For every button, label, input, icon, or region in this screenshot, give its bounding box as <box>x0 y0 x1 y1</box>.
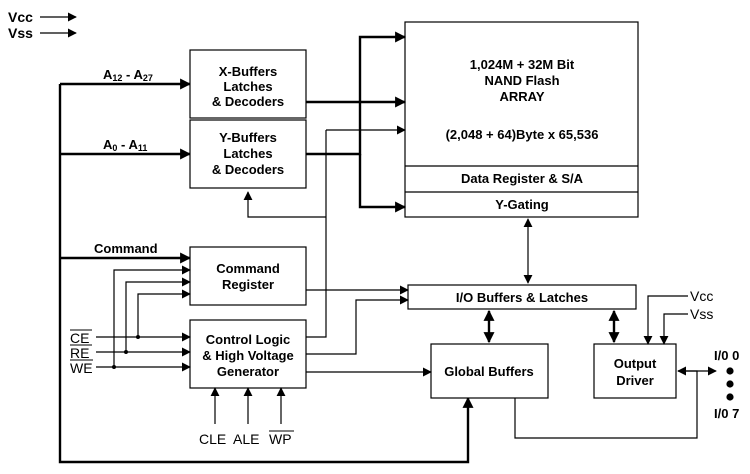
address-low-label: A0 - A11 <box>103 137 147 153</box>
we-pin-label: WE <box>70 360 93 376</box>
io-pin-bottom-label: I/0 7 <box>714 406 739 421</box>
y-decoder-to-y-gating-bus <box>358 154 407 213</box>
y-decoder-to-array-top-bus <box>306 31 407 156</box>
flash-array-title-3: ARRAY <box>499 89 544 104</box>
command-input-label: Command <box>94 241 158 256</box>
control-logic-up-line <box>306 325 327 338</box>
ale-pin-label: ALE <box>233 431 259 447</box>
legend-vss-label: Vss <box>8 25 33 41</box>
junction-dot <box>112 365 116 369</box>
ce-pin-label: CE <box>70 330 89 346</box>
control-pin-labels: CE RE WE <box>70 329 93 376</box>
x-buffers-label-2: Latches <box>223 79 272 94</box>
output-driver-block <box>593 343 677 399</box>
junction-dot <box>136 335 140 339</box>
output-driver-label-2: Driver <box>616 373 654 388</box>
output-vss-line <box>659 313 688 345</box>
io-pin-dot <box>726 367 734 375</box>
y-buffers-label-2: Latches <box>223 146 272 161</box>
io-pin-dot <box>726 393 734 401</box>
output-vcc-line <box>643 295 688 345</box>
address-high-label: A12 - A27 <box>103 67 153 83</box>
flash-array-title-2: NAND Flash <box>484 73 559 88</box>
we-to-command-register-line <box>113 265 191 367</box>
command-register-label: Command <box>216 261 280 276</box>
command-register-label-2: Register <box>222 277 274 292</box>
ce-to-command-register-line <box>137 289 191 337</box>
junction-dot <box>124 350 128 354</box>
global-buffers-label: Global Buffers <box>444 364 534 379</box>
flash-array-title: 1,024M + 32M Bit <box>470 57 575 72</box>
control-logic-label: Control Logic <box>206 332 291 347</box>
control-logic-to-io-line <box>306 295 409 355</box>
io-pin-top-label: I/0 0 <box>714 348 739 363</box>
re-to-command-register-line <box>125 277 191 352</box>
command-register-block <box>189 246 307 306</box>
wp-pin-label: WP <box>269 431 292 447</box>
feedback-to-y-buffers-line <box>243 191 326 218</box>
x-buffers-label: X-Buffers <box>219 64 278 79</box>
array-size-label: (2,048 + 64)Byte x 65,536 <box>446 127 599 142</box>
re-pin-label: RE <box>70 345 89 361</box>
output-driver-label: Output <box>614 356 657 371</box>
power-legend: Vcc Vss <box>8 9 77 41</box>
cle-pin-label: CLE <box>199 431 226 447</box>
control-logic-label-3: Generator <box>217 364 279 379</box>
output-vcc-label: Vcc <box>690 288 713 304</box>
data-register-label: Data Register & S/A <box>461 171 584 186</box>
io-pin-dot <box>726 380 734 388</box>
x-buffers-label-3: & Decoders <box>212 94 284 109</box>
flash-array-block <box>404 21 639 218</box>
y-buffers-label: Y-Buffers <box>219 130 277 145</box>
io-buffers-label: I/O Buffers & Latches <box>456 290 588 305</box>
control-logic-label-2: & High Voltage <box>202 348 293 363</box>
x-buffers-block <box>189 49 307 119</box>
main-input-bus <box>58 84 474 464</box>
io-buffers-block <box>407 284 637 310</box>
y-gating-label: Y-Gating <box>495 197 549 212</box>
output-vss-label: Vss <box>690 306 713 322</box>
y-buffers-label-3: & Decoders <box>212 162 284 177</box>
global-buffers-block <box>430 343 549 399</box>
legend-vcc-label: Vcc <box>8 9 33 25</box>
